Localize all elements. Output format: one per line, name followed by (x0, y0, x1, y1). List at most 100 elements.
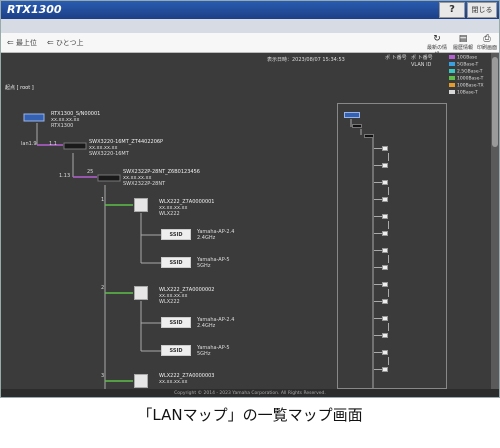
ssid-badge[interactable]: SSID (161, 345, 191, 356)
print-label: 印刷画面 (476, 45, 497, 51)
legend-item: 2.5GBase-T (449, 69, 483, 75)
ssid-badge[interactable]: SSID (161, 317, 191, 328)
port-label: 25 (87, 169, 94, 175)
overview-node (382, 299, 388, 304)
ssid-band: 2.4GHz (197, 323, 216, 329)
refresh-icon: ↻ (433, 34, 441, 44)
print-icon: ⎙ (483, 34, 491, 44)
overview-sub-branch (388, 221, 389, 229)
legend-item: 5GBase-T (449, 62, 478, 68)
overview-panel[interactable] (337, 103, 447, 389)
switch-name: SWX2322P-28NT_Z6B0123456 (123, 169, 200, 175)
port-header: ポ ト番号 (385, 55, 407, 61)
legend-swatch (449, 90, 455, 94)
overview-node (382, 163, 388, 168)
access-point-icon[interactable] (134, 374, 148, 388)
overview-branch (374, 369, 382, 370)
overview-node (382, 248, 388, 253)
overview-node (382, 316, 388, 321)
title-bar: RTX1300 ? 閉じる (1, 1, 499, 19)
print-button[interactable]: ⎙ 印刷画面 (475, 34, 499, 52)
ssid-name: Yamaha-AP-5 (197, 257, 230, 263)
up-one-level-button[interactable]: ⇐ ひとつ上 (47, 38, 83, 48)
scrollbar-thumb[interactable] (492, 57, 498, 147)
legend-item: 1000Base-T (449, 76, 483, 82)
vertical-scrollbar[interactable] (491, 53, 499, 389)
router-address: xx.xx.xx.xx (51, 117, 80, 123)
overview-branch (374, 301, 382, 302)
overview-node (382, 333, 388, 338)
overview-branch (374, 284, 382, 285)
up-arrow-icon: ⇐ (47, 38, 54, 47)
ap-model: WLX222 (159, 299, 180, 305)
port-header-2: ポ ト番号 (411, 55, 433, 61)
overview-sub-branch (388, 323, 389, 331)
router-icon (344, 112, 360, 118)
ap-address: xx.xx.xx.xx (159, 379, 188, 385)
switch-address: xx.xx.xx.xx (123, 175, 152, 181)
help-button[interactable]: ? (439, 2, 465, 18)
ap-address: xx.xx.xx.xx (159, 205, 188, 211)
router-icon[interactable] (23, 111, 45, 123)
switch-model: SWX2322P-28NT (123, 181, 166, 187)
ssid-badge[interactable]: SSID (161, 257, 191, 268)
overview-branch (374, 199, 382, 200)
history-button[interactable]: ▤ 履歴情報 (451, 34, 475, 52)
overview-branch (374, 335, 382, 336)
overview-node (382, 367, 388, 372)
topology-lines (36, 119, 374, 389)
switch-icon (352, 124, 362, 128)
overview-branch (374, 216, 382, 217)
ap-name: WLX222_Z7A0000001 (159, 199, 215, 205)
switch-icon[interactable] (63, 141, 87, 151)
overview-node (382, 231, 388, 236)
port-label: lan1.9 (21, 141, 37, 147)
switch-model: SWX3220-16MT (89, 151, 129, 157)
overview-node (382, 146, 388, 151)
overview-sub-branch (388, 357, 389, 365)
app-title: RTX1300 (7, 3, 62, 16)
port-label: 1 (101, 197, 105, 203)
access-point-icon[interactable] (134, 286, 148, 300)
history-icon: ▤ (458, 34, 468, 44)
lan-map-canvas[interactable]: 表示日時：2023/08/07 15:34:53 ポ ト番号 ポ ト番号 VLA… (1, 53, 491, 389)
legend-swatch (449, 55, 455, 59)
lan-map-window: RTX1300 ? 閉じる ⇐ 最上位 ⇐ ひとつ上 ↻ 最新の情報 ▤ 履歴情… (0, 0, 500, 398)
overview-branch (374, 182, 382, 183)
legend-swatch (449, 83, 455, 87)
switch-address: xx.xx.xx.xx (89, 145, 118, 151)
router-name: RTX1300_S/N00001 (51, 111, 101, 117)
figure-caption: 「LANマップ」の一覧マップ画面 (137, 406, 363, 424)
legend-item: 10GBase (449, 55, 477, 61)
ssid-name: Yamaha-AP-2.4 (197, 229, 235, 235)
ap-name: WLX222_Z7A0000003 (159, 373, 215, 379)
nav-bar (1, 19, 499, 33)
footer-copyright: Copyright © 2014 - 2023 Yamaha Corporati… (1, 389, 499, 397)
legend-swatch (449, 76, 455, 80)
back-to-top-button[interactable]: ⇐ 最上位 (7, 38, 37, 48)
back-to-top-label: 最上位 (15, 39, 37, 47)
overview-branch (374, 165, 382, 166)
overview-branch (374, 352, 382, 353)
overview-node (382, 197, 388, 202)
port-label: 1.13 (59, 173, 71, 179)
overview-sub-branch (388, 255, 389, 263)
port-label: 1.1 (49, 141, 57, 147)
vlan-label: VLAN ID (411, 62, 432, 68)
overview-node (382, 214, 388, 219)
history-label: 履歴情報 (452, 45, 473, 51)
overview-sub-branch (388, 289, 389, 297)
root-label: 起点 [ root ] (5, 85, 34, 91)
close-button[interactable]: 閉じる (467, 2, 497, 18)
back-arrow-icon: ⇐ (7, 38, 14, 47)
port-label: 3 (101, 373, 105, 379)
router-model: RTX1300 (51, 123, 74, 129)
switch-icon[interactable] (97, 173, 121, 183)
overview-branch (374, 250, 382, 251)
ssid-band: 2.4GHz (197, 235, 216, 241)
ssid-badge[interactable]: SSID (161, 229, 191, 240)
overview-node (382, 180, 388, 185)
access-point-icon[interactable] (134, 198, 148, 212)
toolbar: ⇐ 最上位 ⇐ ひとつ上 ↻ 最新の情報 ▤ 履歴情報 ⎙ 印刷画面 (1, 33, 499, 58)
port-label: 2 (101, 285, 105, 291)
